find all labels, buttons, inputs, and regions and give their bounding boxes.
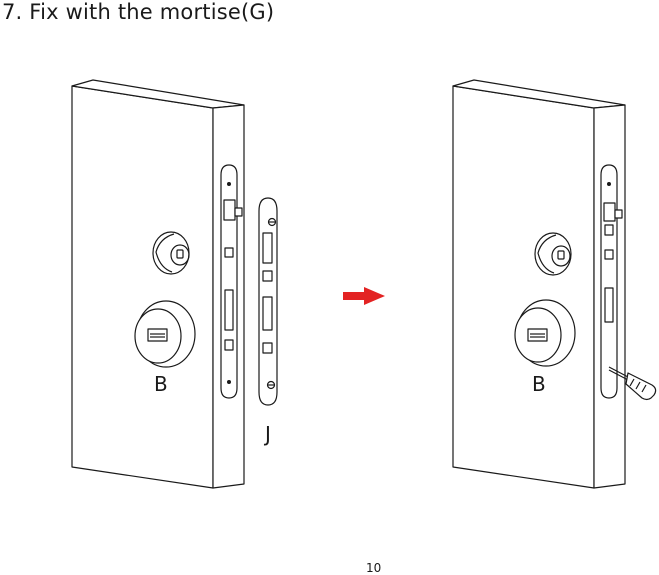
label-b-right: B	[532, 372, 546, 396]
left-door	[72, 80, 244, 488]
page-number: 10	[366, 561, 381, 575]
arrow-right-icon	[343, 287, 385, 305]
mortise-plate-j	[259, 198, 277, 405]
label-j: J	[263, 422, 271, 446]
label-b-left: B	[154, 372, 168, 396]
right-door	[453, 80, 625, 488]
